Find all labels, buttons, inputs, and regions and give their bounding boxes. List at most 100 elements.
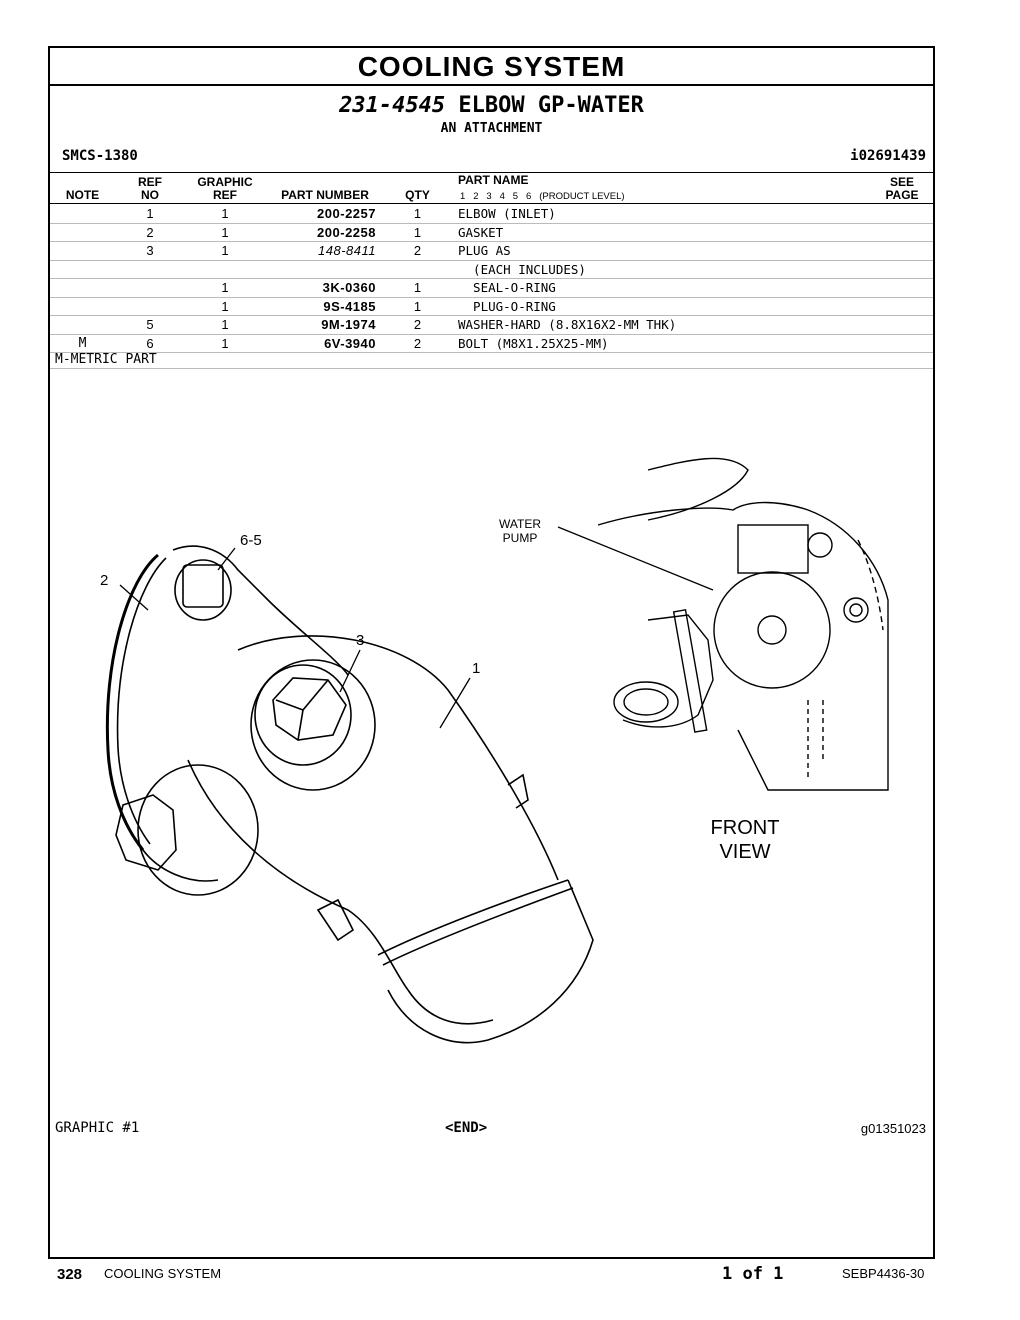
pipe-lip — [407, 989, 494, 1025]
row-qty: 1 — [413, 298, 422, 314]
group-name: ELBOW GP-WATER — [458, 93, 644, 118]
col-graphic-2: REF — [213, 188, 237, 202]
elbow-front-outlet-inner — [623, 688, 669, 716]
footer-page-of: 1 of 1 — [722, 1264, 784, 1284]
engine-hidden-line — [857, 539, 884, 631]
water-pump-label-2: PUMP — [503, 531, 538, 545]
col-see-2: PAGE — [885, 188, 919, 202]
callout-3: 3 — [356, 632, 364, 649]
col-note: NOTE — [65, 188, 100, 202]
leader-1 — [439, 677, 471, 729]
row-part-number-link[interactable]: 200-2257 — [317, 206, 376, 221]
row-graphic: 1 — [221, 317, 229, 332]
callout-6-5: 6-5 — [240, 532, 262, 549]
group-number[interactable]: 231-4545 — [339, 93, 446, 118]
row-graphic: 1 — [221, 243, 229, 258]
row-part-number-link[interactable]: 9S-4185 — [323, 298, 376, 314]
leader-lines — [119, 547, 471, 729]
row-ref: 5 — [146, 317, 154, 332]
col-qty: QTY — [405, 188, 430, 202]
end-marker: <END> — [445, 1120, 488, 1136]
pump-bolt-2 — [807, 532, 833, 558]
engine-outline — [597, 501, 889, 791]
col-part-name: PART NAME — [458, 173, 529, 187]
smcs-code: SMCS-1380 — [62, 148, 138, 164]
table-row: 5 1 9M-1974 2 WASHER-HARD (8.8X16X2-MM T… — [50, 316, 933, 335]
callout-2: 2 — [100, 572, 108, 589]
elbow-drawing — [105, 545, 594, 1044]
front-view-label-2: VIEW — [719, 841, 770, 863]
side-boss — [137, 764, 259, 896]
row-part-number-link[interactable]: 200-2258 — [317, 224, 376, 240]
leader-2 — [119, 584, 149, 611]
row-part-number-link[interactable]: 6V-3940 — [324, 335, 376, 351]
front-view-drawing — [597, 457, 889, 791]
plug-boss — [250, 659, 376, 791]
front-hidden-lines — [807, 700, 824, 780]
pipe-rib — [507, 773, 529, 809]
gasket-inner — [116, 557, 167, 845]
elbow-outer-bottom — [187, 759, 409, 991]
pump-bolt-1-inner — [849, 603, 863, 617]
footer-page-number: 328 — [57, 1266, 83, 1283]
row-graphic: 1 — [221, 280, 229, 295]
front-view-labels: WATER PUMP FRONT VIEW — [499, 517, 779, 863]
table-row: 2 1 200-2258 1 GASKET — [50, 224, 933, 242]
pipe-end — [387, 879, 594, 1044]
row-qty: 2 — [413, 243, 422, 258]
table-row: (EACH INCLUDES) — [50, 261, 933, 279]
pump-hub — [757, 615, 787, 645]
pipe-tab — [316, 898, 355, 942]
bolt-top — [182, 564, 224, 608]
parts-illustration: 6-5 2 3 1 WATER PUMP FRONT VIEW — [100, 457, 889, 1044]
elbow-outer-top — [237, 635, 559, 881]
footer-section: COOLING SYSTEM — [104, 1266, 222, 1281]
elbow-front — [622, 614, 714, 728]
row-part-name: PLUG-O-RING — [458, 298, 556, 314]
pump-pulley — [713, 571, 831, 689]
bolt-top-washer — [174, 559, 232, 621]
col-product-levels: 1 2 3 4 5 6 (PRODUCT LEVEL) — [460, 191, 625, 202]
pump-bolt-1 — [843, 597, 869, 623]
row-ref: 6 — [146, 335, 154, 351]
elbow-front-outlet — [613, 681, 679, 723]
flange-top — [172, 545, 349, 676]
row-graphic: 1 — [221, 298, 229, 314]
leader-65 — [217, 547, 236, 571]
row-part-number-link[interactable]: 9M-1974 — [321, 317, 376, 332]
clamp-bar — [672, 609, 708, 733]
group-title: 231-4545 ELBOW GP-WATER — [50, 92, 933, 120]
row-part-name: ELBOW (INLET) — [458, 206, 556, 221]
row-ref: 2 — [146, 224, 154, 240]
row-ref: 1 — [146, 206, 154, 221]
footer-doc-id: SEBP4436-30 — [842, 1266, 925, 1281]
table-header: NOTE REF NO GRAPHIC REF PART NUMBER QTY … — [50, 172, 933, 204]
row-graphic: 1 — [221, 206, 229, 221]
bracket-top — [647, 457, 749, 521]
table-row: 1 9S-4185 1 PLUG-O-RING — [50, 298, 933, 316]
side-bolt-hex — [115, 794, 177, 871]
callouts: 6-5 2 3 1 — [100, 532, 480, 677]
graphic-id: g01351023 — [860, 1121, 926, 1136]
row-part-name: (EACH INCLUDES) — [458, 261, 586, 277]
pipe-band-1 — [377, 879, 569, 956]
callout-1: 1 — [472, 660, 480, 677]
leader-water-pump — [557, 526, 714, 591]
page-frame: COOLING SYSTEM 231-4545 ELBOW GP-WATER A… — [48, 46, 935, 1259]
section-title: COOLING SYSTEM — [50, 48, 933, 86]
row-qty: 1 — [413, 280, 422, 295]
pipe-band-2 — [382, 887, 574, 966]
table-row: M 6 1 6V-3940 2 BOLT (M8X1.25X25-MM) — [50, 335, 933, 353]
col-ref-1: REF — [138, 175, 162, 189]
row-part-number-link[interactable]: 3K-0360 — [322, 280, 376, 295]
row-qty: 2 — [413, 335, 422, 351]
col-graphic-1: GRAPHIC — [197, 175, 253, 189]
row-graphic: 1 — [221, 224, 229, 240]
row-part-number-link[interactable]: 148-8411 — [318, 243, 376, 258]
row-part-name: GASKET — [458, 224, 504, 240]
gasket-shape — [105, 553, 159, 851]
row-ref: 3 — [146, 243, 154, 258]
leader-3 — [339, 649, 361, 693]
front-view-label-1: FRONT — [711, 817, 780, 839]
row-qty: 2 — [413, 317, 422, 332]
